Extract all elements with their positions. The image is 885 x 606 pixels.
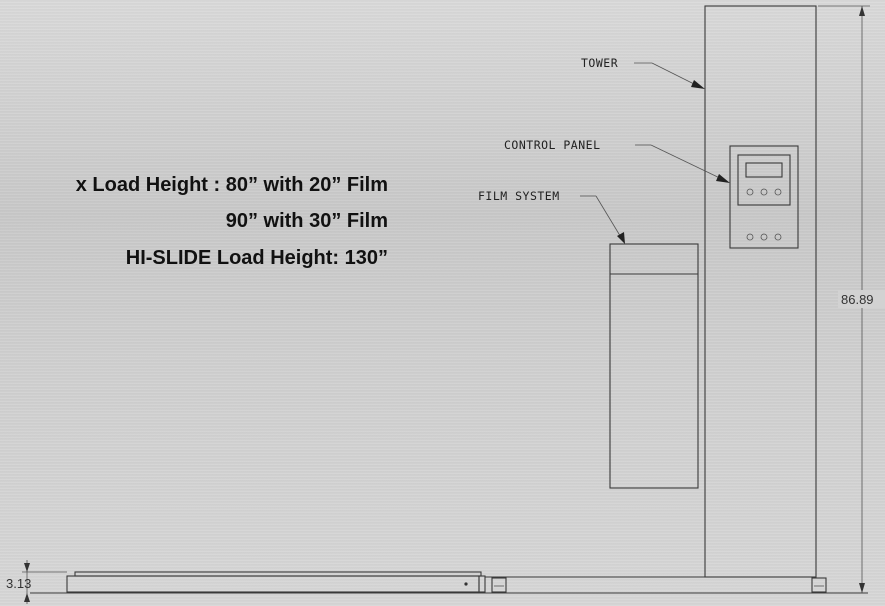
- callout-film-system: FILM SYSTEM: [478, 189, 625, 244]
- dimension-base-value: 3.13: [6, 576, 31, 591]
- dimension-height: 86.89: [818, 5, 885, 593]
- spec-hi-slide-height: HI-SLIDE Load Height: 130”: [125, 247, 388, 269]
- spec-load-height-30: 90” with 30” Film: [225, 210, 388, 232]
- tower-label: TOWER: [581, 56, 618, 70]
- callout-control-panel: CONTROL PANEL: [504, 138, 730, 183]
- turntable-base: [30, 571, 868, 594]
- control-panel: [729, 145, 799, 249]
- tower-foot: [811, 577, 827, 593]
- film-system-label: FILM SYSTEM: [478, 189, 560, 203]
- tower: [704, 5, 817, 578]
- film-system: [609, 243, 699, 489]
- dimension-base: 3.13: [6, 560, 67, 604]
- spec-load-height-20: x Load Height : 80” with 20” Film: [75, 174, 388, 196]
- control-panel-label: CONTROL PANEL: [504, 138, 601, 152]
- dimension-height-value: 86.89: [841, 292, 874, 307]
- callout-tower: TOWER: [581, 56, 705, 89]
